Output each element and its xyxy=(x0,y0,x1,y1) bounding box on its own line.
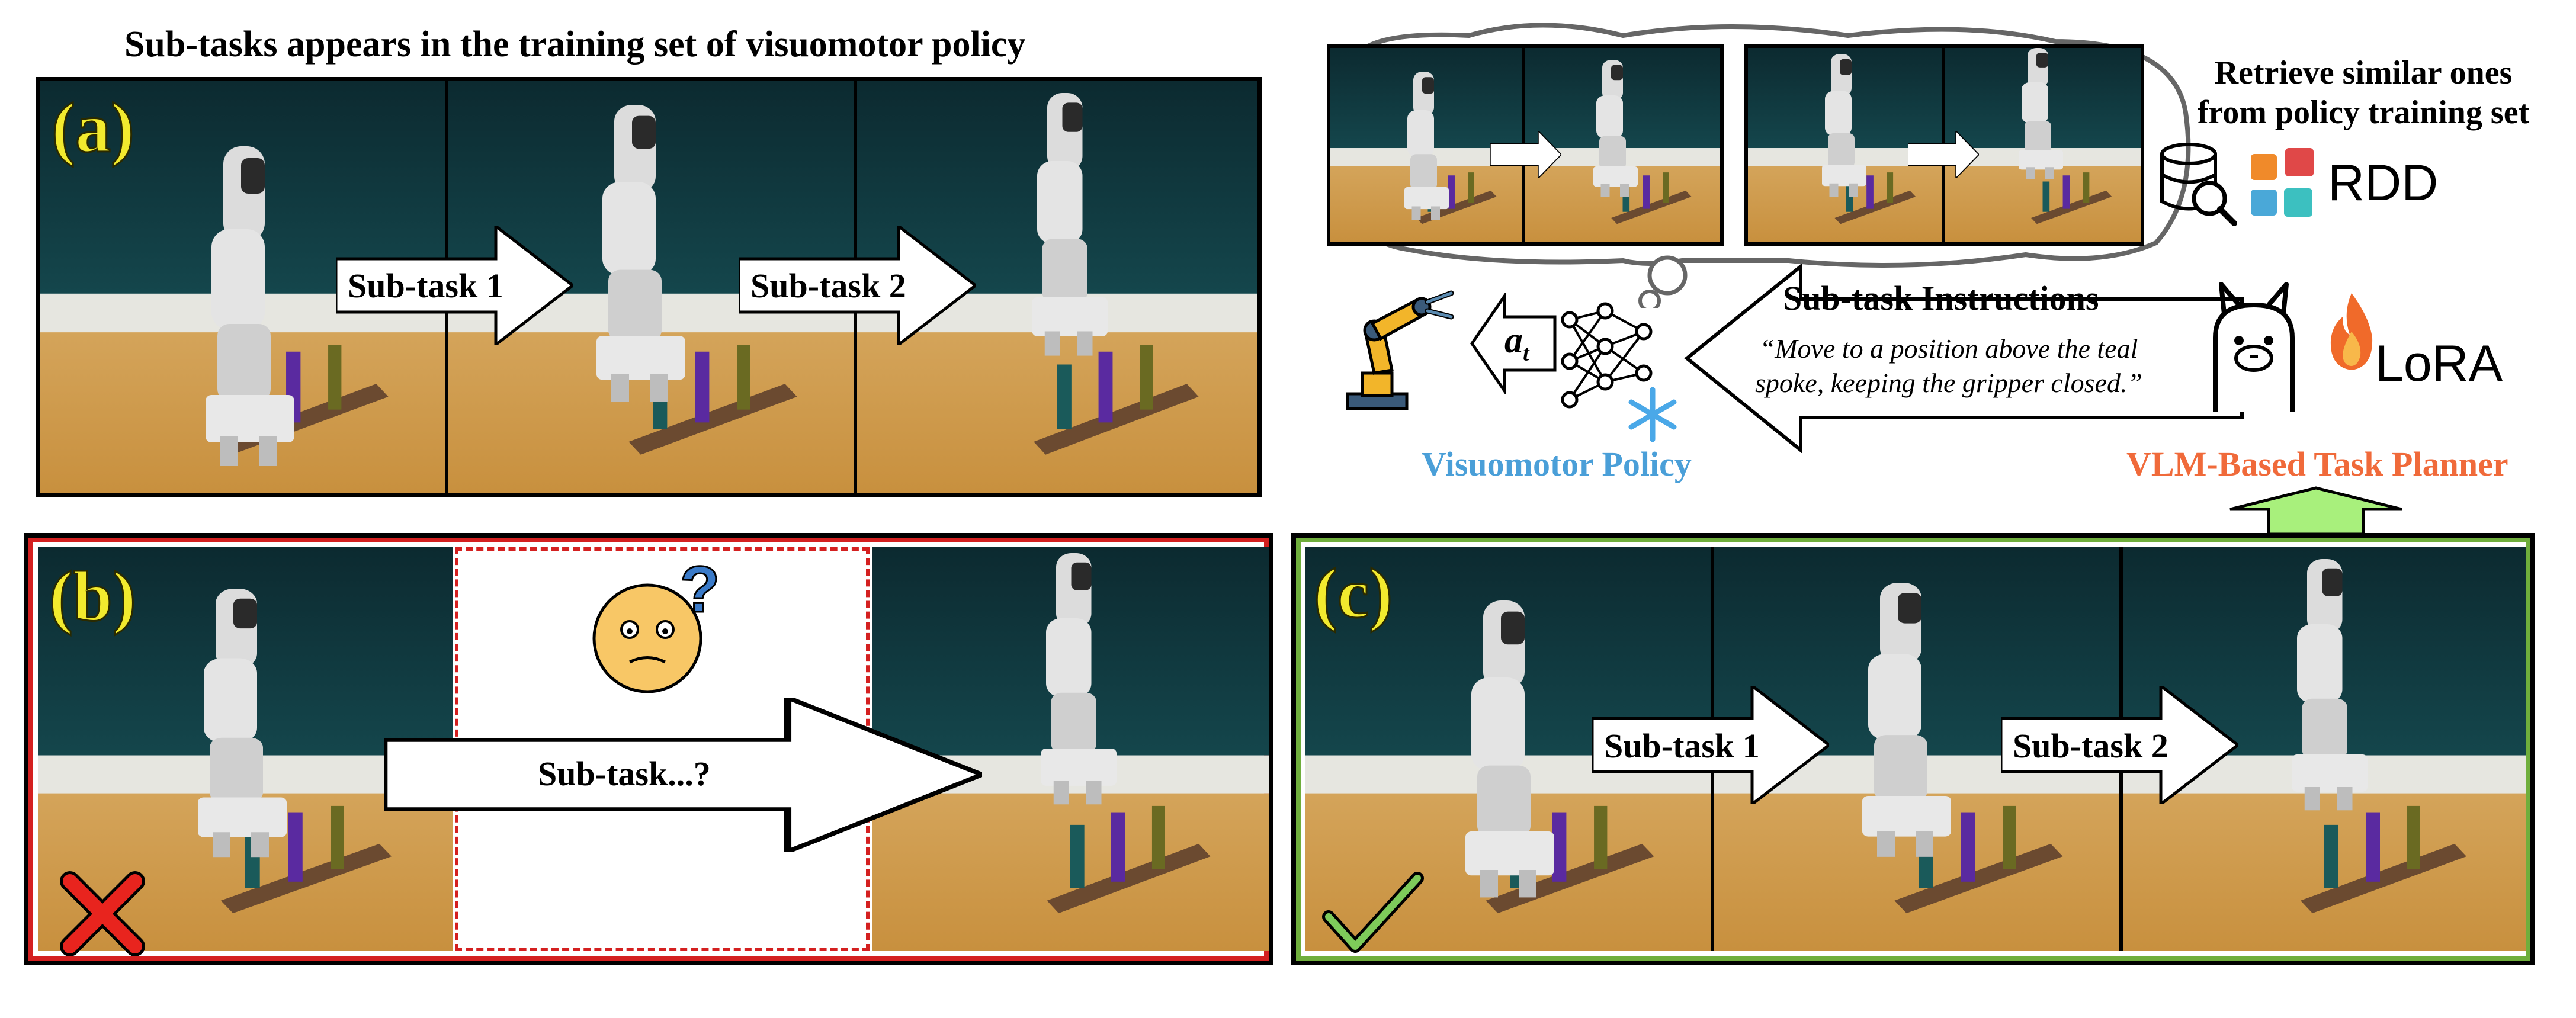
action-symbol: a xyxy=(1504,320,1523,361)
action-subscript: t xyxy=(1523,341,1529,366)
instruction-heading: Sub-task Instructions xyxy=(1783,279,2099,317)
panel-c-arrow-1-label: Sub-task 1 xyxy=(1604,727,1760,765)
panel-c-letter: (c) xyxy=(1313,553,1393,634)
instruction-quote-line-2: spoke, keeping the gripper closed.” xyxy=(1754,367,2143,398)
panel-b-arrow-label: Sub-task...? xyxy=(538,754,711,793)
retrieved-group-2 xyxy=(1744,44,2144,246)
retrieved-arrow-1 xyxy=(1490,131,1561,178)
instruction-arrow xyxy=(1684,264,2244,453)
robot-arm-icon xyxy=(1346,290,1454,410)
neural-network-icon xyxy=(1561,302,1653,409)
panel-a: (a) Sub-task 1 Sub-task 2 xyxy=(36,77,1262,497)
panel-c: (c) Sub-task 1 Sub-task 2 xyxy=(1291,533,2535,965)
instruction-quote: “Move to a position above the teal spoke… xyxy=(1700,332,2198,400)
retrieve-line-2: from policy training set xyxy=(2197,94,2530,131)
visuomotor-label: Visuomotor Policy xyxy=(1422,445,1692,483)
panel-b: (b) ? Sub-task...? xyxy=(24,533,1273,965)
puzzle-icon xyxy=(2251,148,2314,217)
cross-icon xyxy=(60,871,145,956)
retrieved-arrow-2 xyxy=(1908,131,1979,178)
lora-label: LoRA xyxy=(2375,335,2503,392)
rdd-label: RDD xyxy=(2328,155,2439,211)
database-search-icon xyxy=(2160,143,2237,226)
svg-text:?: ? xyxy=(680,561,720,626)
panel-a-arrow-2-label: Sub-task 2 xyxy=(750,266,906,305)
retrieve-text: Retrieve similar ones from policy traini… xyxy=(2162,53,2565,133)
panel-c-arrow-2-label: Sub-task 2 xyxy=(2013,727,2168,765)
snowflake-icon xyxy=(1628,387,1677,442)
llama-icon xyxy=(2213,282,2295,412)
fire-icon xyxy=(2330,293,2373,370)
up-arrow xyxy=(2229,486,2402,536)
confused-face-icon: ? xyxy=(592,561,721,693)
planner-label: VLM-Based Task Planner xyxy=(2126,445,2508,483)
retrieve-line-1: Retrieve similar ones xyxy=(2214,54,2513,91)
action-arrow xyxy=(1470,293,1557,394)
panel-a-arrow-1-label: Sub-task 1 xyxy=(348,266,503,305)
instruction-quote-line-1: “Move to a position above the teal xyxy=(1759,333,2138,364)
panel-b-letter: (b) xyxy=(49,556,137,637)
thought-cloud xyxy=(1337,23,2191,308)
check-icon xyxy=(1322,872,1424,953)
retrieved-group-1 xyxy=(1327,44,1724,246)
action-label: at xyxy=(1504,320,1529,366)
panel-a-title: Sub-tasks appears in the training set of… xyxy=(124,24,1026,65)
panel-a-letter: (a) xyxy=(51,88,136,168)
